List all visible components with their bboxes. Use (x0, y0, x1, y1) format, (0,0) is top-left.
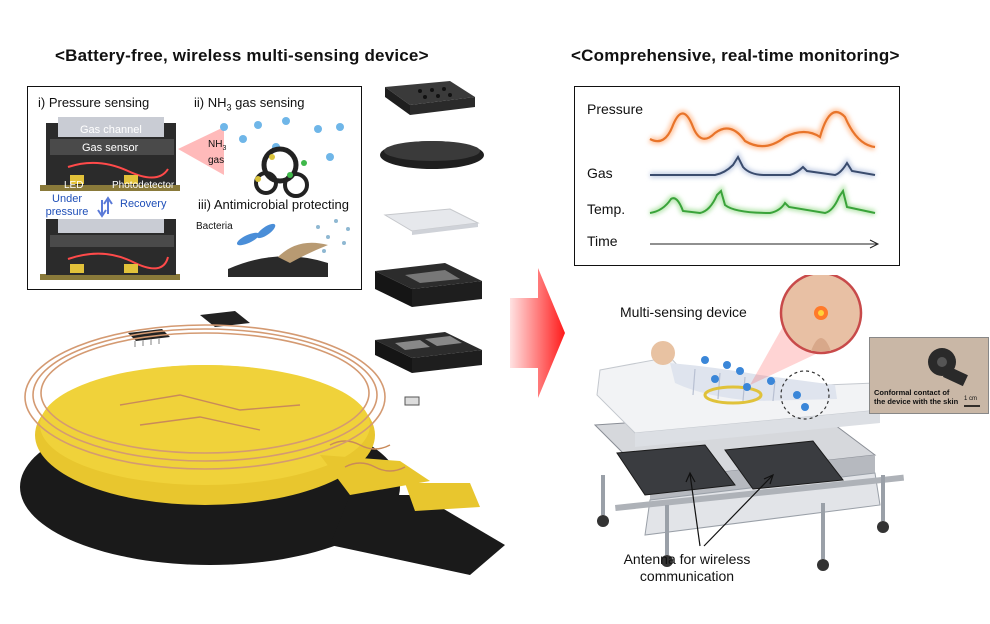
multi-sensing-device-label: Multi-sensing device (620, 304, 747, 320)
sensing-mechanism-box: i) Pressure sensing ii) NH3 gas sensing … (27, 86, 362, 290)
bacteria-illustration (228, 219, 350, 277)
pressure-line (649, 111, 876, 149)
temp-label: Temp. (587, 201, 626, 217)
time-axis-arrow (650, 239, 880, 249)
temp-line (649, 188, 876, 215)
zoom-dashed-circle (780, 370, 830, 420)
pressure-sensor-cell-bottom (40, 219, 180, 280)
coil-antenna (24, 324, 386, 470)
exploded-device-illustration (20, 81, 505, 575)
pressure-sensor-cell-top (40, 117, 180, 191)
up-arrow-icon (103, 196, 113, 214)
temp-trace (649, 183, 876, 217)
led-label: LED (64, 180, 84, 191)
porous-carbon-layer (380, 141, 484, 169)
under-pressure-label: Under pressure (45, 193, 89, 218)
recovery-label: Recovery (120, 198, 167, 210)
ic-chip-right (200, 311, 250, 327)
flow-arrow-icon (510, 268, 565, 398)
down-arrow-icon (97, 200, 107, 218)
hospital-bed-scene (593, 275, 905, 571)
scale-bar-label: 1 cm (964, 396, 978, 402)
pressure-label: Pressure (587, 101, 644, 117)
transparent-film-layer (383, 208, 480, 235)
sensor-devices (701, 356, 809, 411)
gas-sensing-title: ii) NH3 gas sensing (194, 95, 305, 113)
photodetector-label: Photodetector (112, 180, 175, 191)
device-on-skin-photo (928, 348, 980, 407)
gas-trace (650, 150, 876, 179)
right-panel-title: <Comprehensive, real-time monitoring> (571, 46, 900, 65)
magnify-beam (178, 127, 224, 175)
gas-sensor-label: Gas sensor (82, 142, 139, 154)
monitoring-traces (648, 108, 880, 249)
double-window-layer (375, 332, 482, 373)
tiny-component (404, 396, 420, 406)
antenna-pointer-lines (685, 471, 774, 547)
time-label: Time (587, 233, 618, 249)
zoom-skin-circle (779, 275, 863, 355)
gas-channel-label: Gas channel (80, 124, 142, 136)
monitoring-plot-box: Pressure Gas Temp. Time (574, 86, 900, 266)
pressure-trace (648, 108, 876, 151)
gas-label: Gas (587, 165, 613, 181)
antimicrobial-title: iii) Antimicrobial protecting (198, 197, 350, 212)
gas-sensing-network (254, 146, 309, 198)
flexible-circuit-layer (35, 365, 480, 511)
gas-line (650, 154, 876, 177)
bacteria-label: Bacteria (196, 221, 233, 232)
square-frame-layer (375, 263, 482, 307)
top-cap-layer (385, 81, 475, 115)
left-panel-title: <Battery-free, wireless multi-sensing de… (55, 46, 429, 65)
sensing-illustration (40, 117, 350, 280)
wireless-antenna-pads (616, 440, 844, 496)
pressure-sensing-title: i) Pressure sensing (38, 95, 150, 110)
